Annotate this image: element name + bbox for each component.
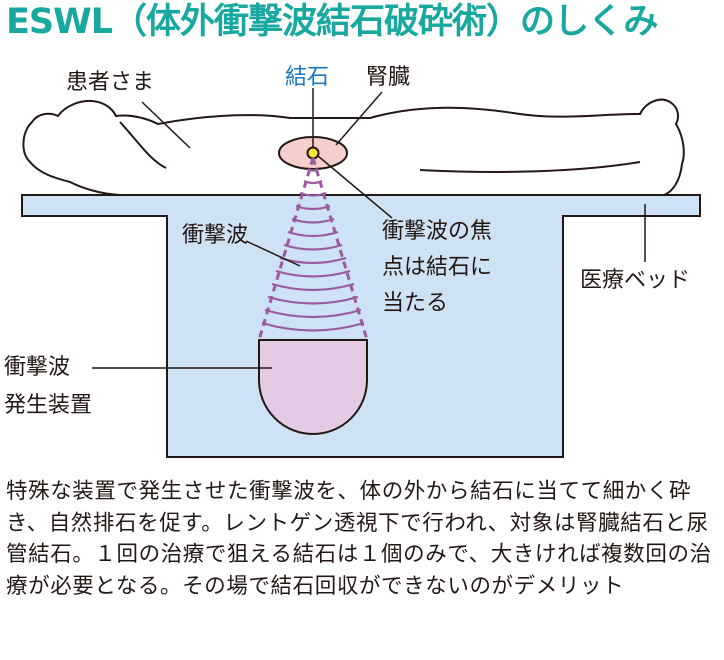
shockwave-arc xyxy=(291,217,335,224)
label-generator-1: 衝撃波 xyxy=(4,355,70,380)
page-title: ESWL（体外衝撃波結石破砕術）のしくみ xyxy=(6,2,658,42)
medical-bed xyxy=(21,194,701,458)
label-stone: 結石 xyxy=(285,65,329,90)
shockwave-arc xyxy=(271,282,355,292)
leader-patient xyxy=(141,101,191,149)
shockwave-generator xyxy=(258,339,368,435)
label-shockwave: 衝撃波 xyxy=(182,223,248,248)
shockwave-arc xyxy=(267,295,359,305)
shockwave-cone-left-edge xyxy=(257,157,315,341)
shockwave-arc xyxy=(264,308,362,319)
shockwave-arc xyxy=(283,243,343,251)
label-patient: 患者さま xyxy=(66,70,154,95)
label-focus-1: 衝撃波の焦 xyxy=(382,219,492,244)
stone xyxy=(306,146,320,160)
leader-shockwave xyxy=(245,240,301,267)
patient-leg-line xyxy=(419,161,641,173)
shockwave-arc xyxy=(261,321,365,332)
label-focus-3: 当たる xyxy=(382,291,448,316)
shockwave-cone-right-edge xyxy=(311,157,369,341)
label-kidney: 腎臓 xyxy=(366,65,410,90)
label-focus-2: 点は結石に xyxy=(382,255,492,280)
shockwave-arc xyxy=(307,168,319,172)
label-generator-2: 発生装置 xyxy=(4,393,92,418)
leader-focus xyxy=(317,155,393,219)
patient-arm-line xyxy=(119,121,167,169)
eswl-diagram: 患者さま 結石 腎臓 衝撃波 衝撃波の焦 点は結石に 当たる 医療ベッド 衝撃波… xyxy=(4,65,701,458)
description-text: 特殊な装置で発生させた衝撃波を、体の外から結石に当てて細かく砕き、自然排石を促す… xyxy=(6,479,712,599)
label-bed: 医療ベッド xyxy=(580,268,690,293)
leader-kidney xyxy=(335,91,383,146)
shockwave-arc xyxy=(299,191,327,197)
shockwave-arc xyxy=(287,230,339,238)
shockwave-arc xyxy=(295,204,331,211)
shockwave-arc xyxy=(275,269,351,278)
shockwave-arc xyxy=(303,179,323,185)
patient-body xyxy=(22,98,685,196)
